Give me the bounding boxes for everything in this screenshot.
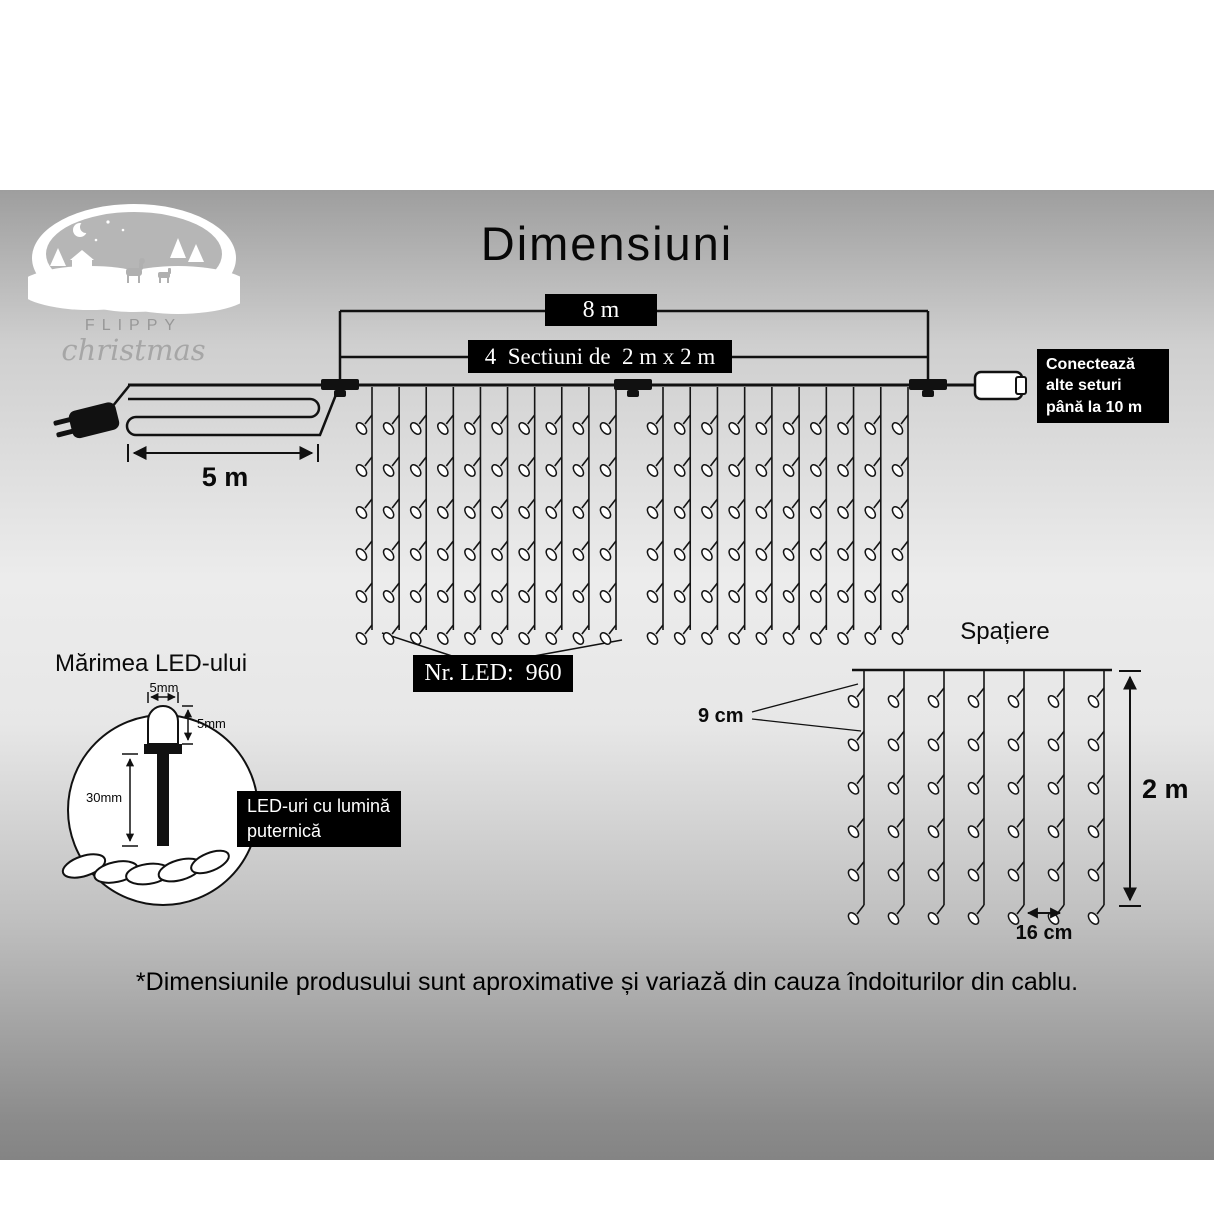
disclaimer-text: *Dimensiunile produsului sunt aproximati… bbox=[135, 968, 1079, 996]
height-label: 2 m bbox=[1142, 774, 1189, 804]
led-width-label: 5mm bbox=[149, 680, 179, 695]
twisted-wire-icon bbox=[61, 849, 230, 886]
led-callout-line: puternică bbox=[247, 821, 322, 841]
brand-logo: FLIPPY christmas bbox=[17, 200, 253, 367]
end-connector-icon bbox=[973, 370, 1027, 401]
curtain-section-left bbox=[355, 387, 617, 645]
led-size-heading: Mărimea LED-ului bbox=[55, 650, 248, 677]
led-callout-line: LED-uri cu lumină bbox=[247, 795, 391, 816]
deer-icon bbox=[125, 258, 171, 283]
sections-box: 4 Sectiuni de 2 m x 2 m bbox=[468, 340, 732, 373]
led-count-box: Nr. LED: 960 bbox=[413, 655, 573, 692]
connect-note-line: alte seturi bbox=[1046, 377, 1122, 395]
page-title: Dimensiuni bbox=[480, 217, 734, 270]
lead-wire-coil bbox=[125, 386, 341, 437]
led-height-label: 5mm bbox=[197, 716, 226, 731]
connect-note-box: Conectează alte seturi până la 10 m bbox=[1037, 349, 1169, 423]
spacing-gap-pointer-lines bbox=[751, 683, 862, 732]
height-2m-arrow bbox=[1119, 670, 1141, 907]
led-size-arrows bbox=[122, 692, 193, 847]
t-connector-icons bbox=[321, 379, 947, 397]
spacing-heading: Spațiere bbox=[960, 618, 1050, 645]
lead-length-arrow bbox=[127, 444, 319, 462]
connect-note-line: Conectează bbox=[1046, 355, 1135, 373]
led-length-label: 30mm bbox=[86, 790, 123, 805]
curtain-section-right bbox=[646, 387, 909, 645]
power-plug-icon bbox=[53, 402, 120, 439]
spacing-strands bbox=[847, 670, 1105, 925]
connect-note-line: până la 10 m bbox=[1046, 398, 1143, 416]
led-callout-box: LED-uri cu lumină puternică bbox=[237, 791, 401, 847]
vertical-gap-label: 9 cm bbox=[698, 705, 744, 727]
total-width-box: 8 m bbox=[545, 294, 657, 326]
led-bulb-drawing bbox=[144, 705, 182, 846]
winter-scene-icon bbox=[17, 204, 253, 314]
adapter-cable-stub bbox=[111, 385, 130, 408]
brand-script: christmas bbox=[61, 333, 206, 367]
horizontal-gap-label: 16 cm bbox=[1015, 922, 1073, 944]
lead-length-label: 5 m bbox=[201, 462, 249, 492]
brand-name: FLIPPY bbox=[84, 317, 183, 334]
